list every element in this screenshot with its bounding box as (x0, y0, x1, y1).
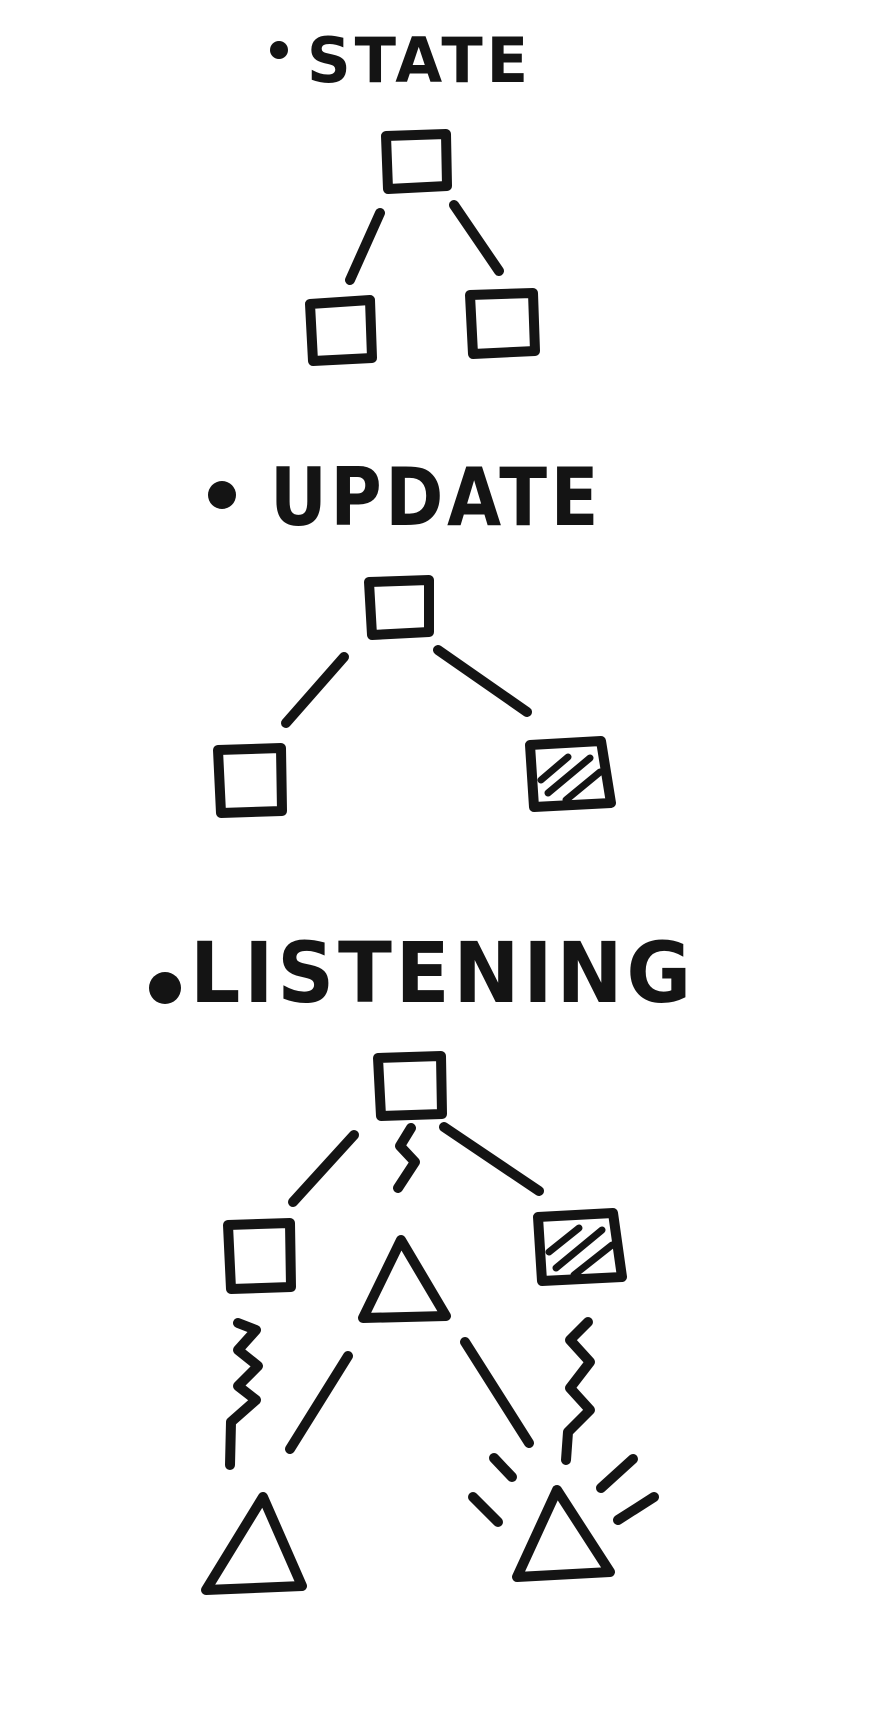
listening-bottom-left-triangle (201, 1492, 307, 1595)
heading-update: UPDATE (270, 451, 602, 544)
listening-bottom-right-triangle-signaling (468, 1453, 659, 1582)
listening-right-node-highlighted (533, 1208, 627, 1286)
update-root-node (364, 575, 434, 640)
section-update: UPDATE (208, 451, 616, 818)
state-right-child-node (465, 288, 540, 359)
listening-edge-middle-wavy (393, 1123, 420, 1193)
update-left-child-node (213, 743, 287, 818)
listening-root-node (373, 1051, 447, 1121)
signal-ray-right-upper (596, 1454, 638, 1493)
state-root-node (381, 129, 452, 194)
bullet-listening (149, 972, 181, 1004)
listening-edge-right-down-wavy (561, 1317, 595, 1465)
state-edge-right (449, 200, 504, 276)
signal-ray-left-lower (468, 1492, 503, 1527)
signal-ray-left-upper (489, 1453, 517, 1482)
section-listening: LISTENING (149, 924, 695, 1595)
state-tree (305, 129, 540, 366)
listening-edge-triangle-right (460, 1337, 534, 1448)
listening-tree (201, 1051, 659, 1595)
listening-middle-triangle (358, 1235, 451, 1323)
signal-ray-right-lower (613, 1492, 659, 1525)
listening-edge-left (288, 1130, 359, 1207)
bullet-update (208, 481, 236, 509)
listening-edge-triangle-left (285, 1351, 353, 1454)
listening-edge-left-down-wavy (225, 1318, 263, 1470)
listening-left-node (223, 1218, 296, 1294)
update-edge-left (281, 652, 349, 728)
state-edge-left (345, 208, 385, 285)
bullet-state (270, 41, 288, 59)
update-tree (213, 575, 616, 818)
listening-edge-right (439, 1122, 544, 1196)
section-state: STATE (270, 24, 540, 366)
update-right-child-node-highlighted (525, 736, 616, 812)
state-left-child-node (305, 295, 377, 366)
heading-listening: LISTENING (190, 924, 695, 1022)
update-edge-right (433, 645, 532, 717)
heading-state: STATE (307, 24, 532, 97)
